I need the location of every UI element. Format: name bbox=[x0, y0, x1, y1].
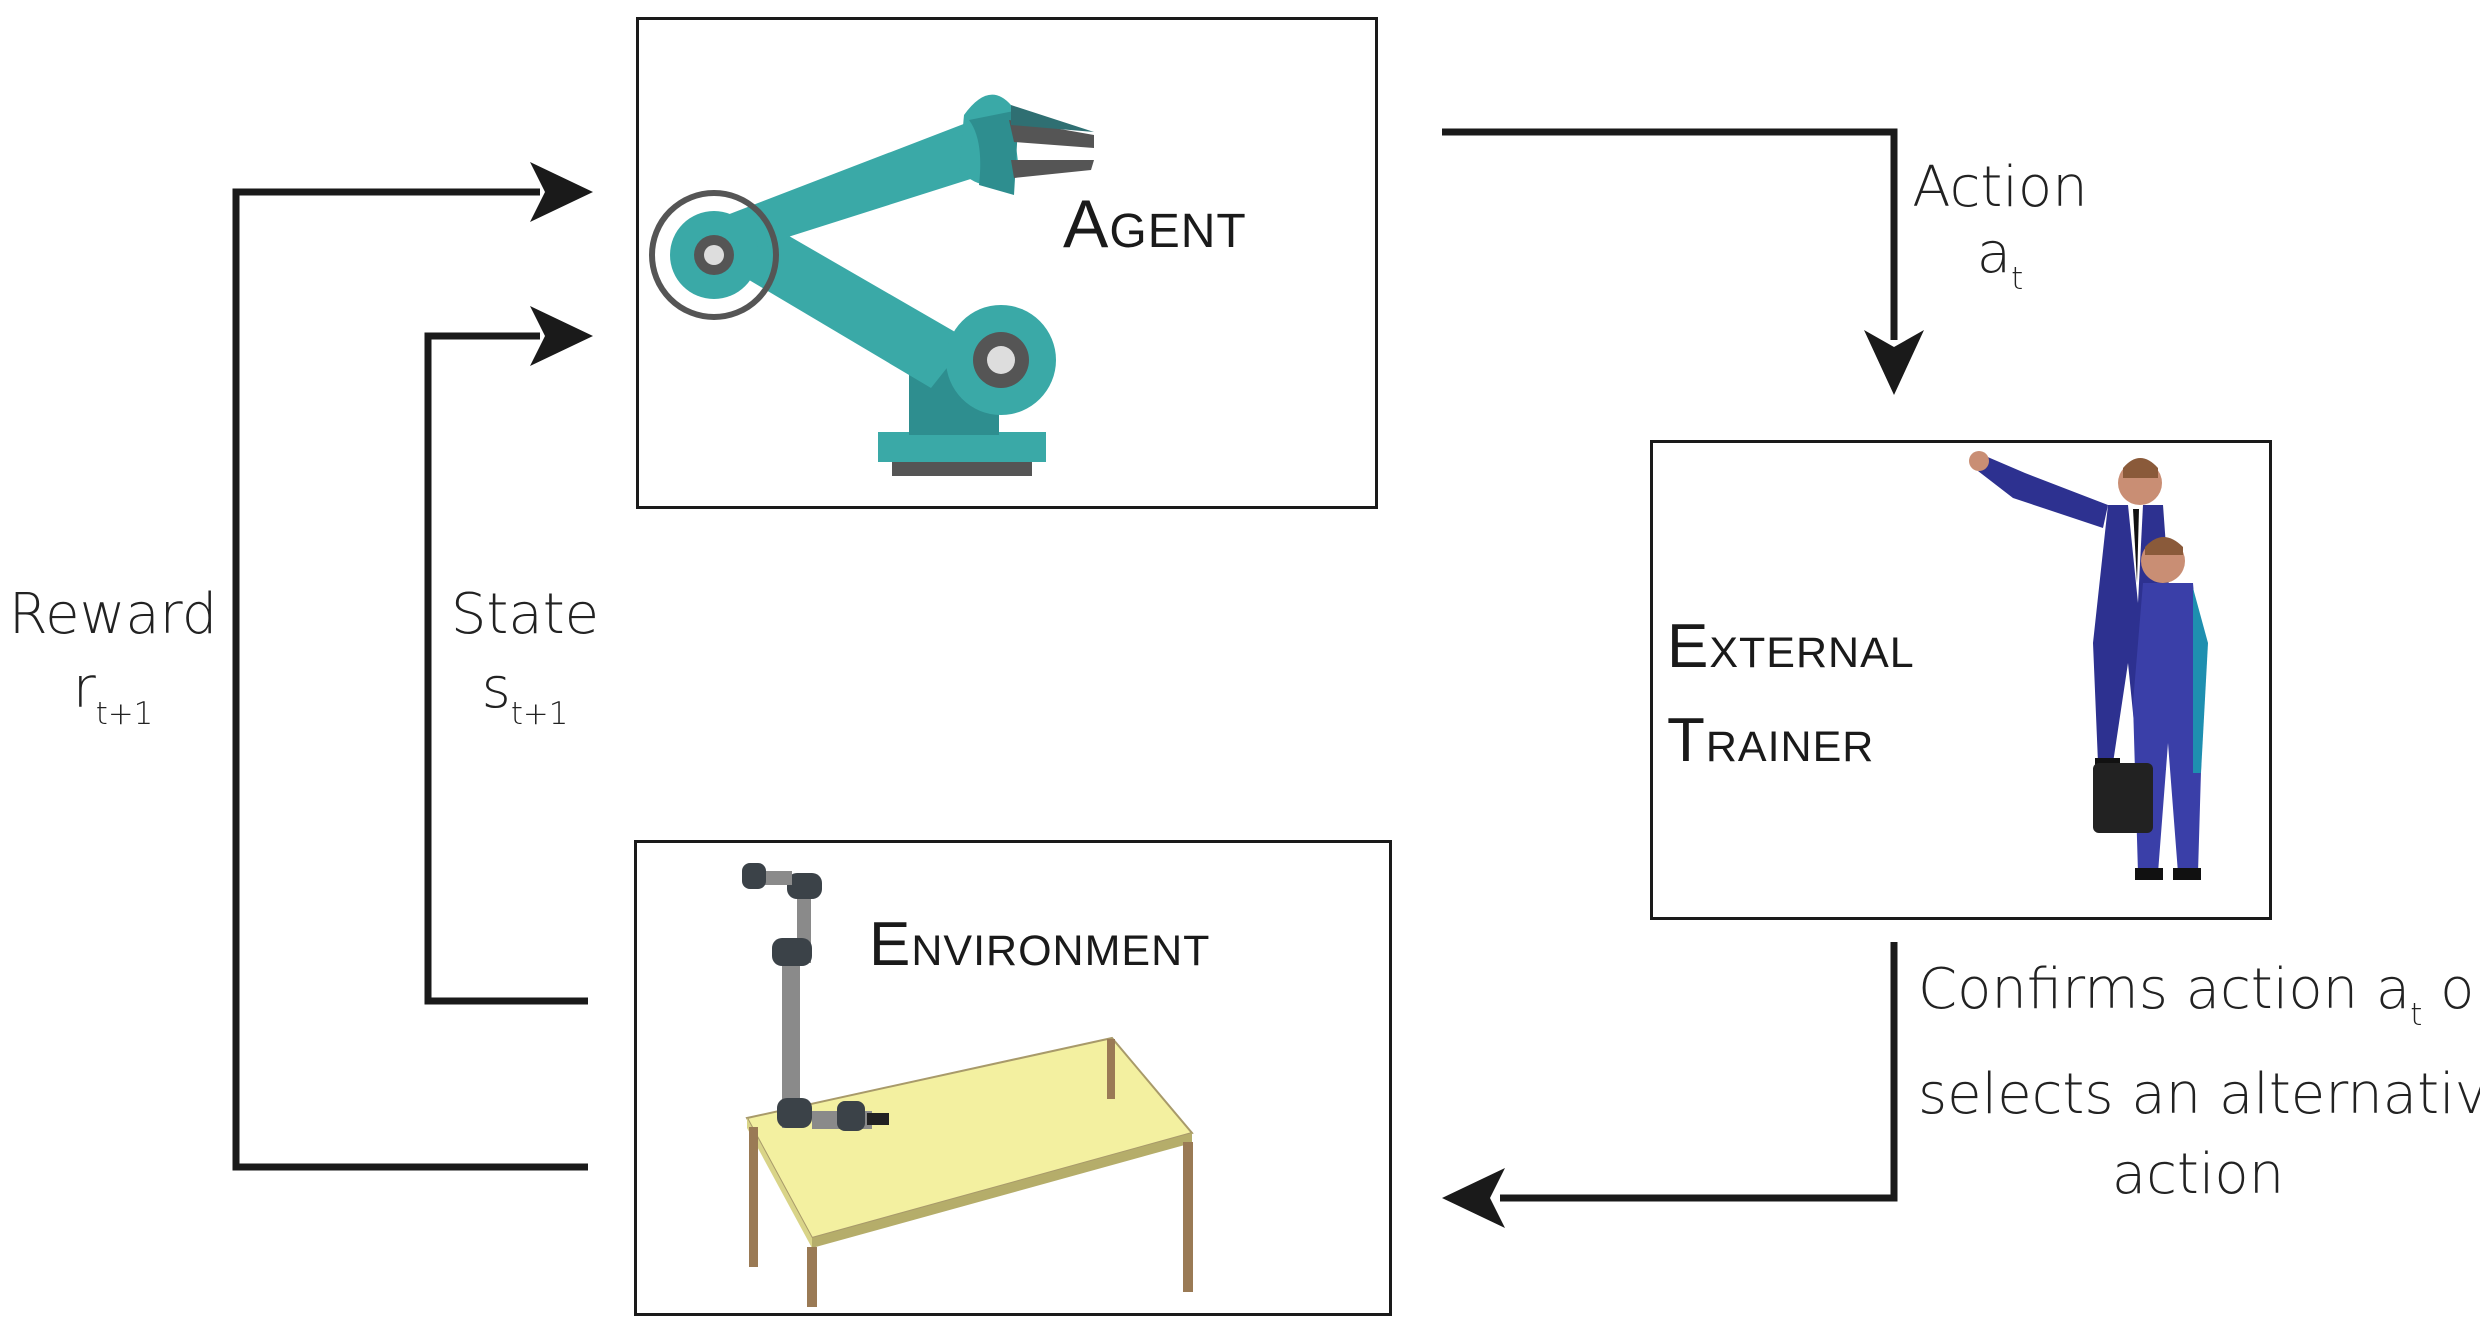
reward-symbol: rt+1 bbox=[8, 652, 218, 751]
action-label-text: Action bbox=[1912, 155, 2088, 220]
confirm-line2: selects an alternative bbox=[1918, 1061, 2480, 1127]
confirm-line1-pre: Confirms action a bbox=[1918, 957, 2411, 1022]
confirm-arrowhead bbox=[1442, 1168, 1505, 1228]
confirm-line1: Confirms action at or bbox=[1918, 950, 2480, 1055]
confirm-line1-sub: t bbox=[2410, 996, 2423, 1033]
state-symbol-letter: s bbox=[481, 656, 511, 721]
environment-node: Environment bbox=[634, 840, 1392, 1316]
business-people-icon bbox=[1969, 451, 2208, 880]
confirm-arrow bbox=[1500, 942, 1898, 1202]
state-arrowhead bbox=[530, 306, 593, 366]
state-symbol: st+1 bbox=[440, 652, 610, 751]
environment-title: Environment bbox=[869, 910, 1211, 979]
action-label: Action at bbox=[1910, 155, 2090, 312]
robot-on-table-icon bbox=[742, 863, 1194, 1307]
trainer-title-line1: External bbox=[1667, 612, 1915, 681]
state-label-text: State bbox=[450, 582, 600, 647]
confirm-line3: action bbox=[2111, 1141, 2285, 1207]
state-subscript: t+1 bbox=[510, 695, 569, 732]
robot-arm-icon bbox=[649, 94, 1094, 476]
agent-node: Agent bbox=[636, 17, 1378, 509]
trainer-title-line2: Trainer bbox=[1667, 706, 1875, 775]
action-symbol: at bbox=[1910, 221, 2090, 312]
reward-arrow bbox=[232, 188, 588, 1171]
trainer-node: External Trainer bbox=[1650, 440, 2272, 920]
reward-subscript: t+1 bbox=[95, 695, 154, 732]
action-arrowhead bbox=[1864, 330, 1924, 395]
reward-label-text: Reward bbox=[8, 582, 218, 647]
state-label: State st+1 bbox=[440, 578, 610, 751]
reward-label: Reward rt+1 bbox=[8, 578, 218, 751]
agent-title: Agent bbox=[1063, 186, 1247, 262]
confirm-label: Confirms action at or selects an alterna… bbox=[1918, 950, 2480, 1215]
reward-symbol-letter: r bbox=[72, 656, 96, 721]
action-symbol-letter: a bbox=[1976, 221, 2012, 286]
reward-arrowhead bbox=[530, 162, 593, 222]
confirm-line1-post: or bbox=[2440, 957, 2480, 1022]
action-subscript: t bbox=[2011, 260, 2024, 297]
state-arrow bbox=[424, 332, 588, 1005]
action-arrow bbox=[1442, 128, 1898, 340]
